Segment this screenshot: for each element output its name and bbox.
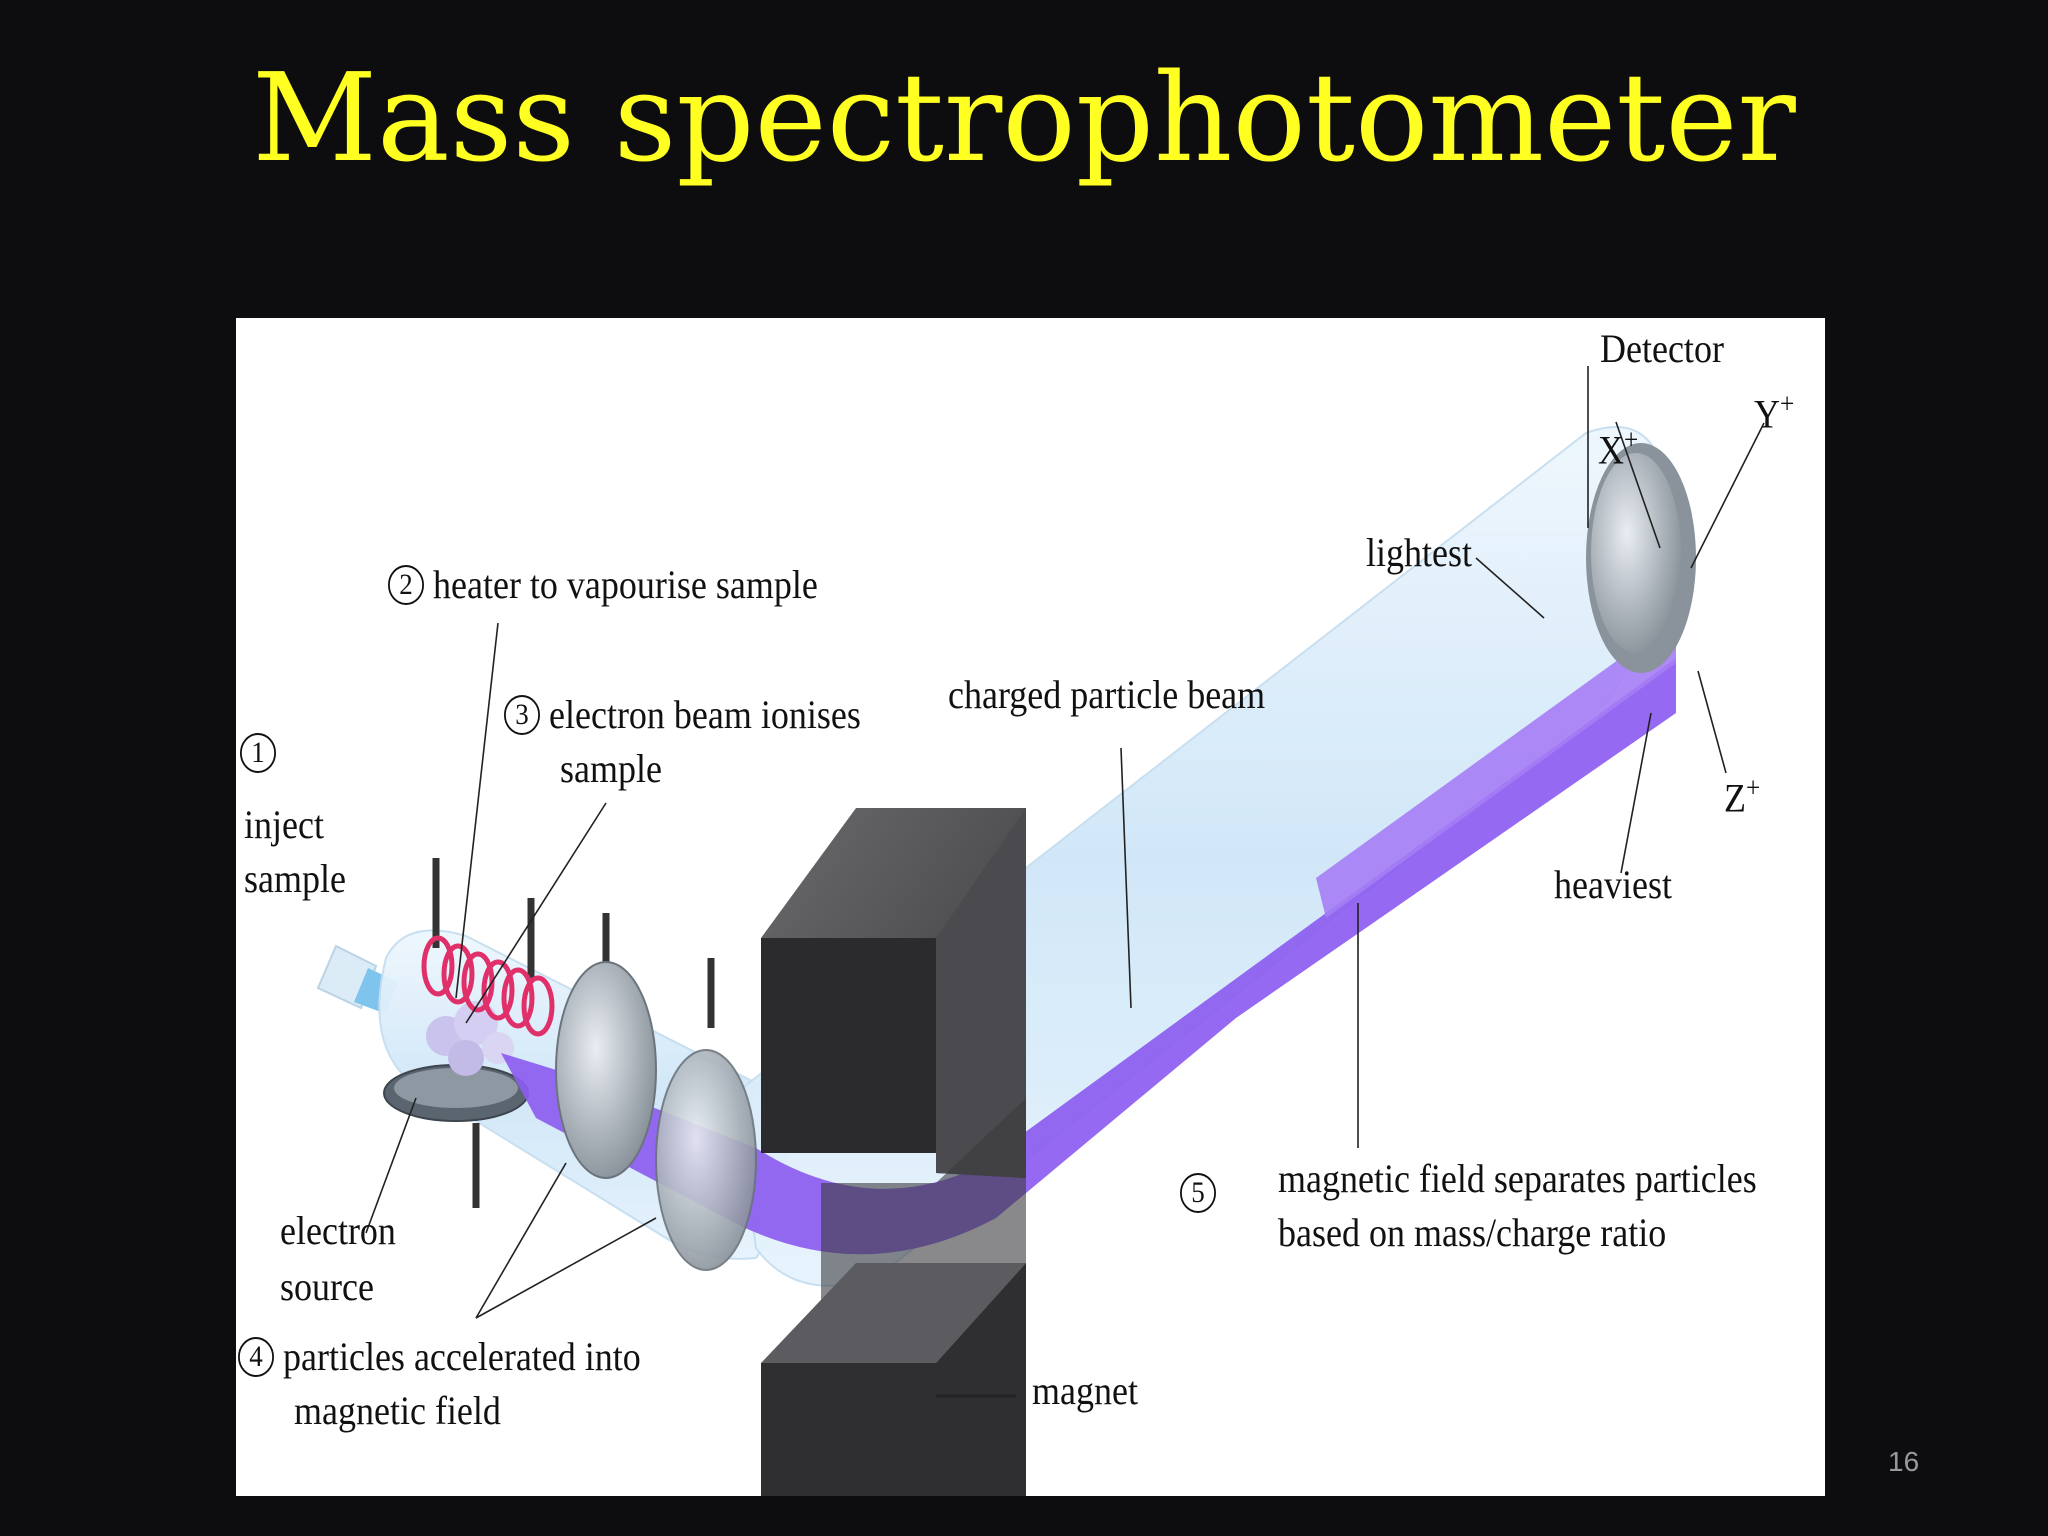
ion-y-label: Y+ (1754, 389, 1795, 437)
step1-label-line1: inject (244, 802, 324, 847)
ion-x-label: X+ (1598, 425, 1639, 473)
step1-number: 1 (240, 726, 285, 780)
leader-lines (365, 366, 1765, 1398)
heater-coil (421, 858, 555, 1037)
lightest-label: lightest (1366, 530, 1473, 575)
page-number: 16 (1888, 1446, 1920, 1477)
electron-source-label-line2: source (280, 1264, 374, 1309)
diagram-drawing (316, 366, 1765, 1496)
ion-beam (501, 618, 1676, 1255)
step4-label-line2: magnetic field (294, 1388, 501, 1433)
step5-number: 5 (1180, 1172, 1216, 1213)
ion-z-label: Z+ (1724, 773, 1761, 821)
detector-label: Detector (1600, 326, 1724, 371)
step1-label-line2: sample (244, 856, 346, 901)
slide-title: Mass spectrophotometer (252, 47, 1796, 189)
step2-number: 2 (388, 564, 424, 605)
step5-number-label: 5 (1180, 1166, 1225, 1220)
step3-number: 3 (504, 694, 540, 735)
step4-number: 4 (238, 1336, 274, 1377)
step2-text: heater to vapourise sample (433, 562, 818, 607)
magnet-label: magnet (1032, 1368, 1138, 1413)
step5-label-line2: based on mass/charge ratio (1278, 1210, 1667, 1255)
detector (1586, 443, 1696, 673)
step3-label-line2: sample (560, 746, 662, 791)
electron-source (383, 1064, 529, 1208)
heaviest-label: heaviest (1554, 862, 1672, 907)
magnet (761, 808, 1026, 1496)
charged-particle-beam-label: charged particle beam (948, 672, 1266, 717)
step3-text-line1: electron beam ionises (549, 692, 861, 737)
accelerating-plates (555, 913, 757, 1271)
step5-label-line1: magnetic field separates particles (1278, 1156, 1757, 1201)
step4-text-line1: particles accelerated into (283, 1334, 641, 1379)
electron-source-label-line1: electron (280, 1208, 396, 1253)
